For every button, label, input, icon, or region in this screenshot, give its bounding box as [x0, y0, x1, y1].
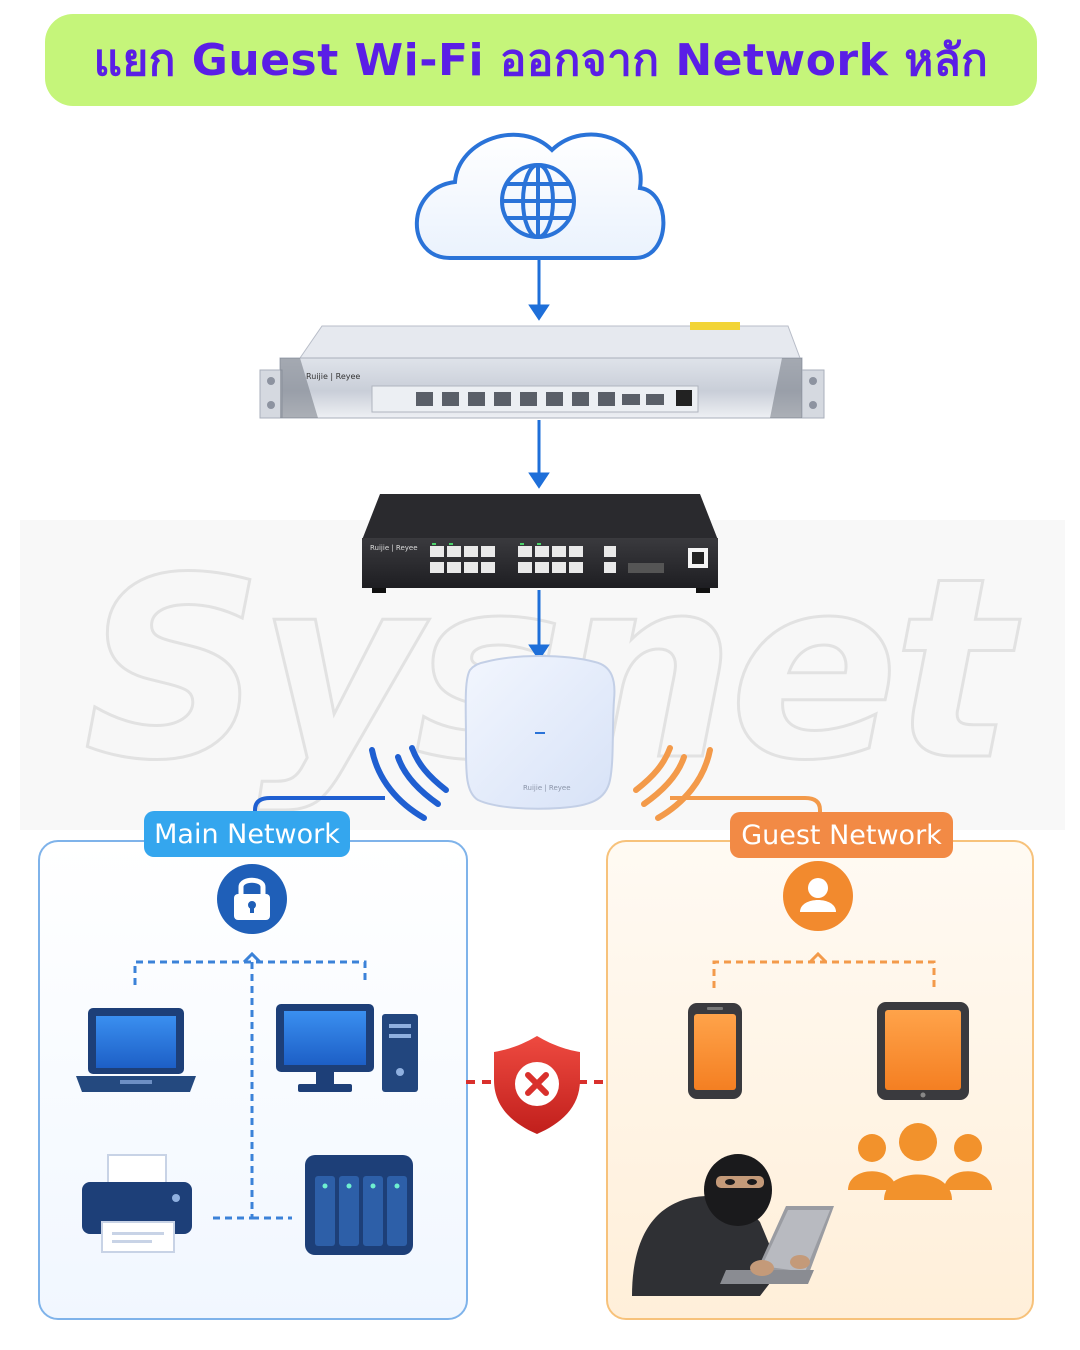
guest-network-tree	[712, 960, 936, 988]
switch-brand: Ruijie | Reyee	[370, 544, 418, 552]
tablet-icon	[877, 1002, 969, 1100]
network-links	[253, 796, 822, 814]
printer-icon	[82, 1154, 192, 1253]
connection-arrows	[528, 260, 550, 661]
main-network-tree	[133, 960, 367, 1220]
router-brand: Ruijie | Reyee	[306, 372, 360, 381]
page-title: แยก Guest Wi-Fi ออกจาก Network หลัก	[93, 35, 989, 86]
user-group-icon	[848, 1123, 992, 1200]
hacker-figure	[632, 1154, 834, 1296]
smartphone-icon	[688, 1003, 742, 1099]
main-network-label: Main Network	[144, 811, 350, 857]
wifi-access-point: Ruijie | Reyee	[464, 655, 616, 810]
user-icon	[783, 861, 853, 931]
laptop-icon	[76, 1008, 196, 1092]
title-banner: แยก Guest Wi-Fi ออกจาก Network หลัก	[45, 14, 1037, 106]
globe-icon	[500, 163, 576, 239]
network-switch: Ruijie | Reyee	[362, 494, 718, 593]
ap-brand: Ruijie | Reyee	[523, 784, 571, 792]
wifi-signal-orange-icon	[633, 745, 713, 821]
desktop-computer-icon	[276, 1004, 418, 1092]
wifi-signal-blue-icon	[369, 745, 449, 821]
lock-icon	[217, 864, 287, 934]
internet-cloud	[414, 132, 666, 260]
router-gateway: Ruijie | Reyee	[259, 322, 825, 419]
shield-block-icon	[494, 1036, 580, 1134]
nas-storage-icon	[305, 1155, 413, 1255]
guest-network-label: Guest Network	[730, 812, 953, 858]
